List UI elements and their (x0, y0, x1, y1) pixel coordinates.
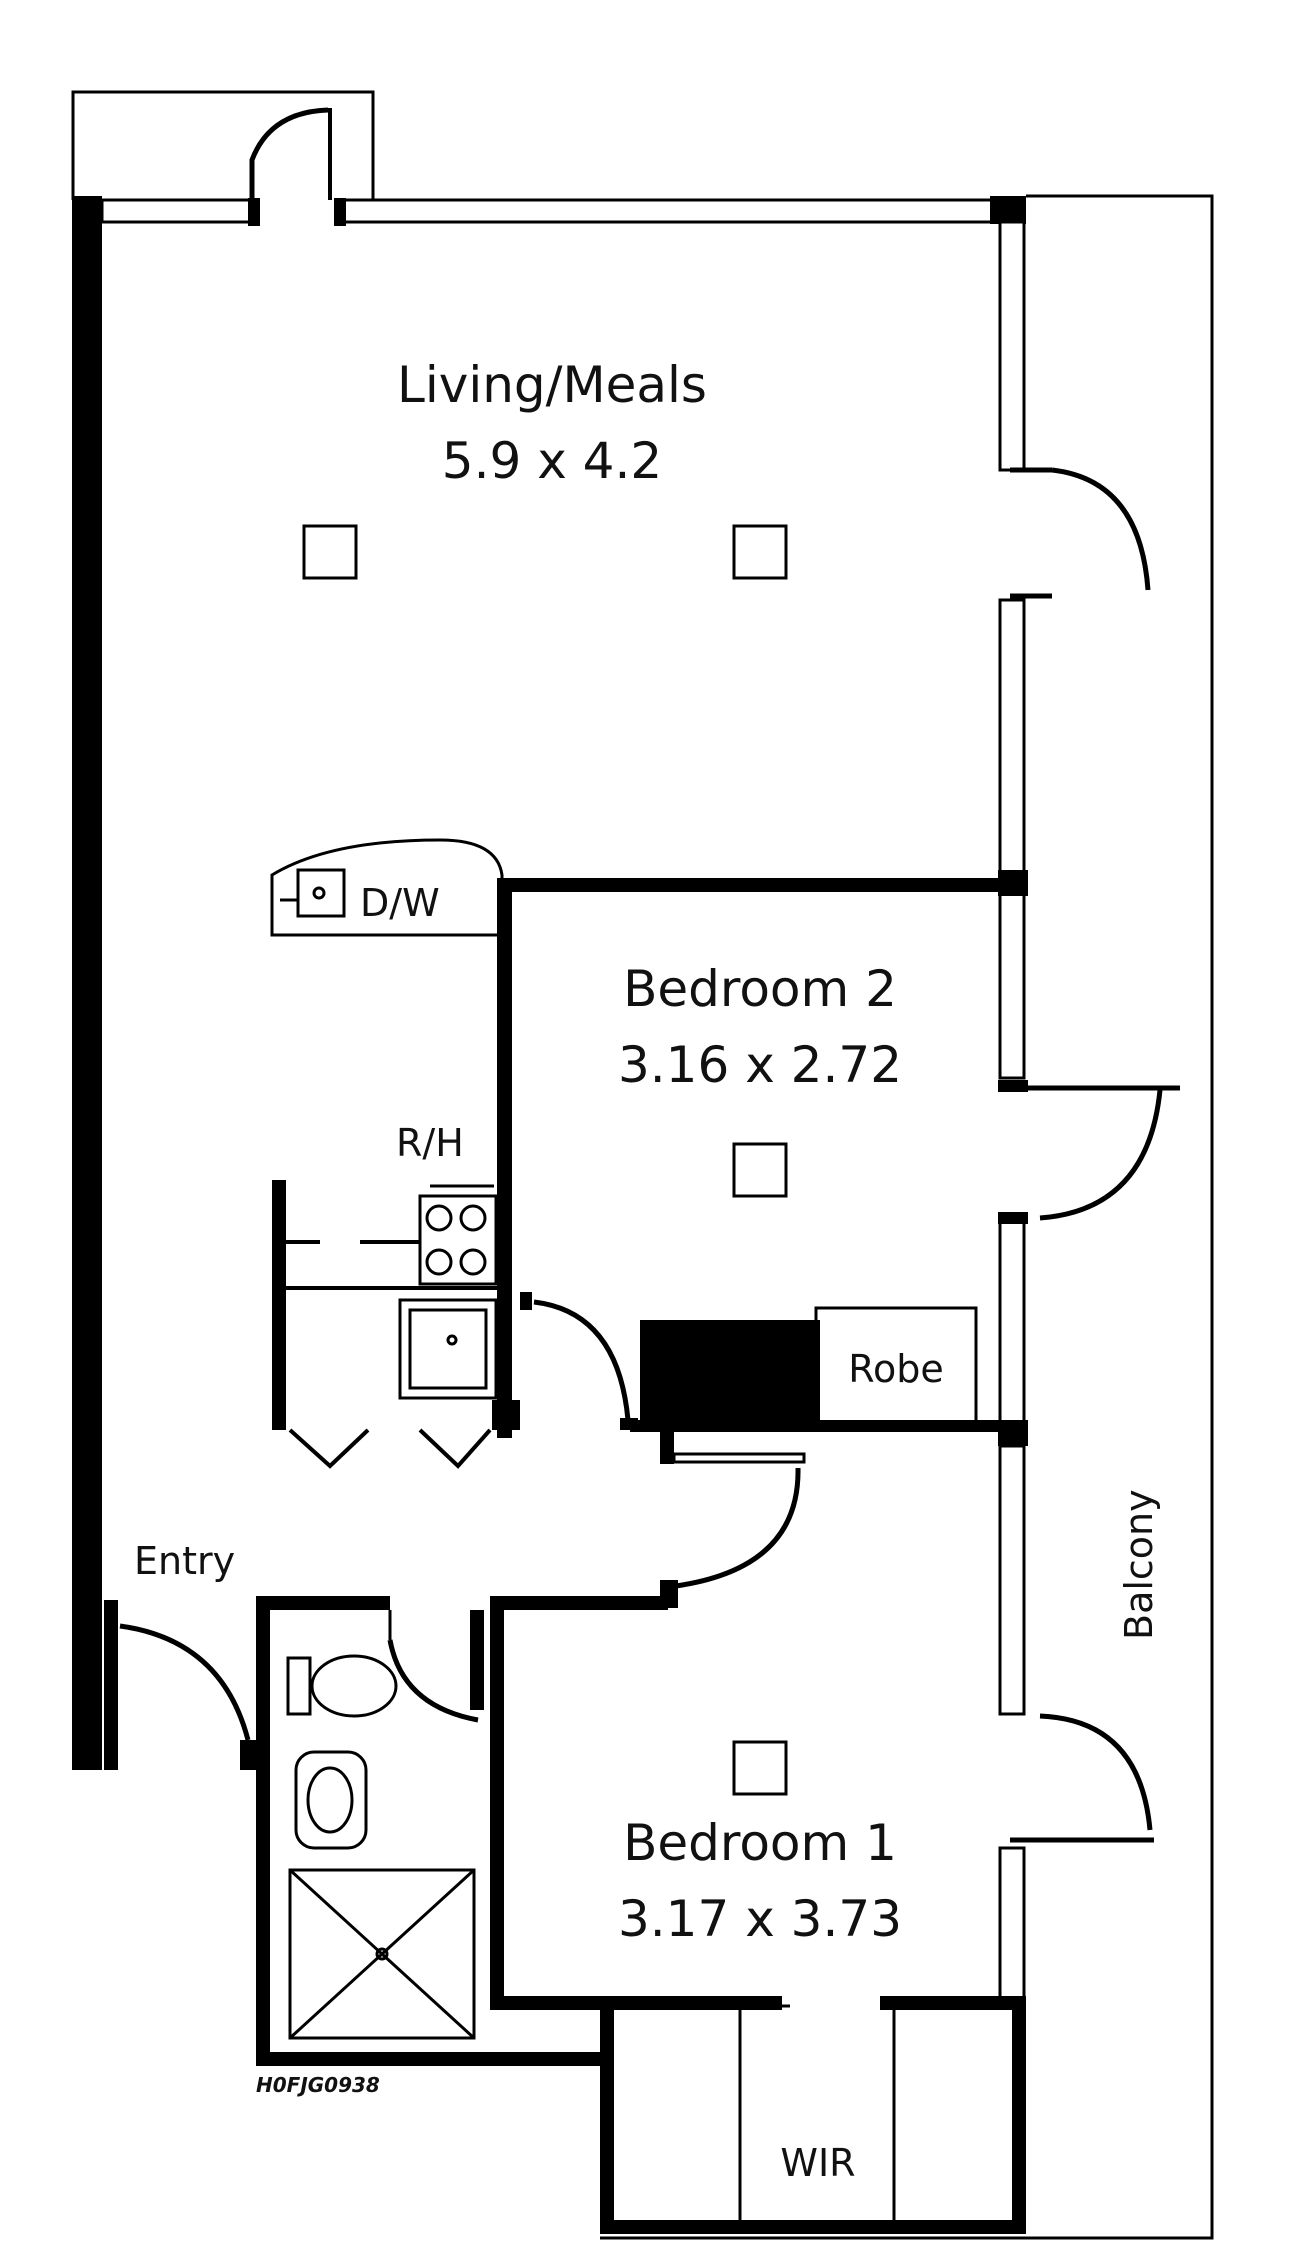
west-wall (72, 196, 102, 1770)
bedroom1-walls (490, 1596, 1026, 2234)
vent-bedroom1 (732, 1740, 788, 1796)
balcony-door-bedroom1[interactable] (1010, 1713, 1154, 1843)
plan-code: H0FJG0938 (256, 2073, 380, 2097)
bedroom1-dims: 3.17 x 3.73 (618, 1890, 902, 1948)
north-door[interactable] (249, 107, 332, 200)
toilet-icon (286, 1654, 398, 1718)
balcony (600, 194, 1214, 2240)
dishwasher-cabinet (270, 838, 504, 937)
stove-icon (418, 1184, 498, 1286)
pantry-doors[interactable] (288, 1428, 492, 1469)
bedroom2-door[interactable] (520, 1292, 638, 1430)
porch-outline (71, 90, 375, 200)
vent-living-2 (732, 524, 788, 580)
entry-label: Entry (134, 1539, 235, 1583)
kitchen-walls (272, 1180, 520, 1430)
shower-icon (288, 1868, 476, 2040)
bedroom2-dims: 3.16 x 2.72 (618, 1036, 902, 1094)
dishwasher-label: D/W (360, 881, 440, 925)
balcony-label: Balcony (1117, 1489, 1161, 1640)
corridor-wall (660, 1430, 806, 1464)
robe-label: Robe (848, 1347, 943, 1391)
bathroom-walls (240, 1596, 604, 2066)
wir-label: WIR (780, 2141, 855, 2185)
basin-icon (294, 1750, 368, 1850)
balcony-door-living[interactable] (1010, 467, 1151, 599)
vent-living-1 (302, 524, 358, 580)
rangehood-label: R/H (396, 1121, 464, 1165)
living-room-dims: 5.9 x 4.2 (442, 432, 662, 490)
entry-door[interactable] (104, 1600, 251, 1770)
bedroom1-door[interactable] (660, 1467, 801, 1608)
sink-icon (398, 1298, 498, 1400)
bedroom1-name: Bedroom 1 (623, 1814, 897, 1872)
bathroom-door[interactable] (387, 1610, 479, 1723)
balcony-door-bedroom2[interactable] (1010, 1085, 1180, 1221)
east-windows (998, 220, 1028, 2010)
living-room-name: Living/Meals (397, 356, 707, 414)
vent-bedroom2 (732, 1142, 788, 1198)
bedroom2-walls (497, 878, 1026, 1438)
robe (640, 1306, 978, 1430)
north-wall (100, 196, 1026, 226)
bedroom2-name: Bedroom 2 (623, 960, 897, 1018)
